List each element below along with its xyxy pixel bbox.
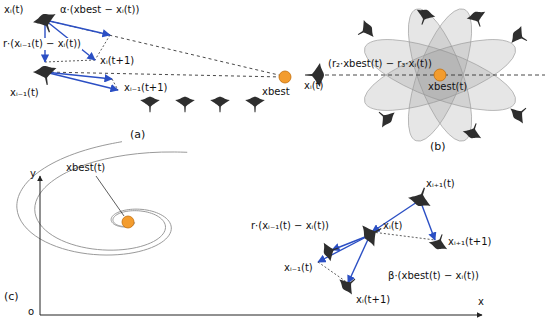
vector-label: β·(xbest(t) − xᵢ(t)) xyxy=(388,270,479,282)
variable-label: xᵢ₋₁(t+1) xyxy=(124,82,167,94)
axis-label: o xyxy=(28,306,34,318)
variable-label: xbest(t) xyxy=(66,162,105,174)
axis-label: y xyxy=(30,168,36,180)
vector-label: r·(xᵢ₋₁(t) − xᵢ(t)) xyxy=(2,38,82,50)
variable-label: xbest xyxy=(262,86,290,98)
variable-label: xᵢ(t+1) xyxy=(100,55,134,67)
panel-b-art xyxy=(305,2,545,149)
variable-label: xᵢ(t+1) xyxy=(356,294,390,306)
panel-c-art xyxy=(17,142,482,315)
variable-label: xᵢ₋₁(t) xyxy=(10,87,39,99)
panel-label: (b) xyxy=(430,140,446,153)
vector-label: (r₂·xbest(t) − r₃·xᵢ(t)) xyxy=(328,58,432,70)
variable-label: xᵢ(t) xyxy=(304,80,323,92)
panel-a-art xyxy=(32,10,291,112)
variable-label: xᵢ₊₁(t+1) xyxy=(448,236,491,248)
variable-label: xᵢ₊₁(t) xyxy=(426,178,455,190)
panel-label: (c) xyxy=(4,290,19,303)
variable-label: xbest(t) xyxy=(428,81,467,93)
vector-label: α·(xbest − xᵢ(t)) xyxy=(60,4,139,16)
variable-label: xᵢ(t) xyxy=(383,220,402,232)
axis-label: x xyxy=(478,296,484,308)
spiral-path xyxy=(35,152,187,250)
best-position xyxy=(122,216,134,228)
variable-label: xᵢ₋₁(t) xyxy=(284,262,313,274)
vector-label: r·(xᵢ₋₁(t) − xᵢ(t)) xyxy=(250,220,330,232)
variable-label: xᵢ(t) xyxy=(4,4,23,16)
panel-label: (a) xyxy=(130,128,145,141)
